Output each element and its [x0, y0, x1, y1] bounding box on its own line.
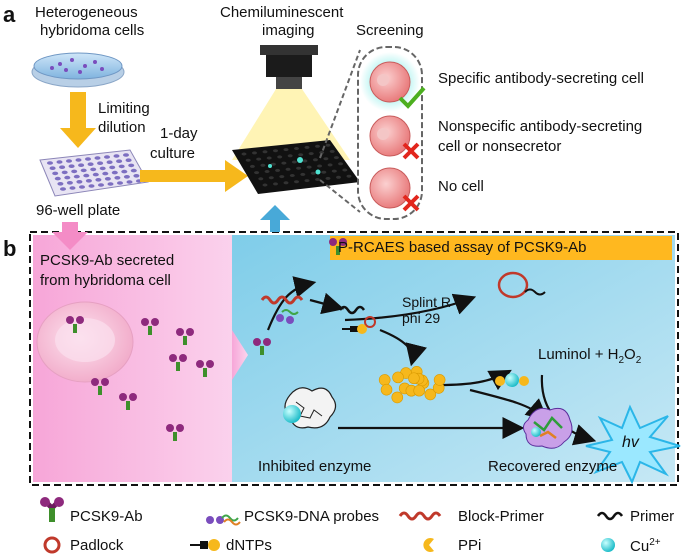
legend-probes: PCSK9-DNA probes	[244, 508, 380, 525]
blue-arrow	[260, 205, 290, 232]
camera-icon	[232, 45, 350, 160]
cells-label: Heterogeneous	[35, 4, 138, 21]
legend-primer: Primer	[630, 508, 675, 525]
pink-region	[33, 235, 248, 482]
recovered-label: Recovered enzyme	[488, 458, 618, 475]
legend-cu: Cu2+	[630, 537, 661, 555]
ppi-cluster	[378, 366, 446, 404]
antibody-icon	[119, 393, 137, 410]
legend-block-primer: Block-Primer	[458, 508, 544, 525]
antibody-icon	[141, 318, 159, 335]
legend-padlock: Padlock	[70, 537, 124, 554]
phi-label: phi 29	[402, 310, 441, 326]
recovered-enzyme-icon	[522, 407, 573, 449]
legend-icons	[40, 497, 624, 554]
assay-title: P-RCAES based assay of PCSK9-Ab	[338, 239, 587, 256]
antibody-icon	[176, 328, 194, 345]
antibody-icon	[169, 354, 187, 371]
result-specific: Specific antibody-secreting cell	[438, 70, 644, 87]
antibody-icon	[91, 378, 109, 395]
antibody-icon	[253, 338, 271, 355]
result-nonspecific: Nonspecific antibody-secreting	[438, 118, 643, 135]
panel-b-frame	[29, 231, 679, 486]
well-plate-icon	[39, 149, 149, 197]
culture-label-2: culture	[150, 145, 196, 162]
limiting-dilution-arrow	[60, 92, 96, 148]
nonspecific-cell-icon	[369, 115, 411, 157]
result-nocell: No cell	[438, 178, 484, 195]
result-nonspecific-2: cell or nonsecretor	[438, 138, 562, 155]
inhibited-label: Inhibited enzyme	[258, 458, 372, 475]
legend-ppi: PPi	[458, 537, 482, 554]
legend-antibody: PCSK9-Ab	[70, 508, 143, 525]
splint-label: Splint R	[402, 294, 452, 310]
culture-label: 1-day	[160, 125, 198, 142]
dilution-label: dilution	[98, 119, 146, 136]
imaging-label: Chemiluminescent	[220, 4, 344, 21]
hv-label: hv	[622, 434, 639, 451]
panel-b-letter: b	[3, 236, 17, 261]
antibody-icon	[166, 424, 184, 441]
imaging-plate-icon	[232, 140, 360, 194]
screening-label: Screening	[356, 22, 424, 39]
assay-banner	[330, 236, 672, 260]
panel-a-letter: a	[3, 2, 16, 27]
cross-icon	[402, 142, 420, 212]
luminol-label: Luminol + H2O2	[538, 346, 642, 366]
blue-region	[232, 235, 675, 482]
culture-arrow	[140, 160, 248, 192]
antibody-icon	[196, 360, 214, 377]
imaging-label-2: imaging	[262, 22, 315, 39]
no-cell-icon	[369, 167, 411, 209]
secreted-label: PCSK9-Ab secreted	[40, 252, 175, 269]
secreted-label-2: from hybridoma cell	[40, 272, 171, 289]
antibody-icon	[329, 238, 347, 255]
limiting-label: Limiting	[98, 100, 150, 117]
block-primer-icon	[260, 295, 304, 305]
legend-dntps: dNTPs	[226, 537, 272, 554]
cells-label-2: hybridoma cells	[40, 22, 145, 39]
antibody-group	[66, 238, 347, 441]
plate-label: 96-well plate	[36, 202, 121, 219]
petri-dish-icon	[31, 52, 125, 88]
rca-product-icon	[497, 271, 529, 299]
specific-cell-icon	[369, 61, 411, 103]
antibody-icon	[66, 316, 84, 333]
pink-arrow	[52, 222, 88, 250]
light-burst-icon	[585, 404, 681, 485]
inhibited-enzyme-icon	[283, 387, 337, 429]
check-icon	[398, 86, 426, 109]
